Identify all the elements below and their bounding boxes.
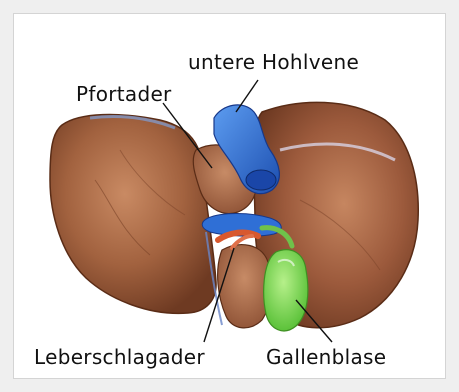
label-gallbladder: Gallenblase	[266, 345, 386, 369]
label-hepatic-artery: Leberschlagader	[34, 345, 205, 369]
gallbladder	[264, 250, 308, 331]
label-portal-vein: Pfortader	[76, 82, 172, 106]
label-vena-cava: untere Hohlvene	[188, 50, 359, 74]
left-liver-lobe	[50, 115, 216, 314]
